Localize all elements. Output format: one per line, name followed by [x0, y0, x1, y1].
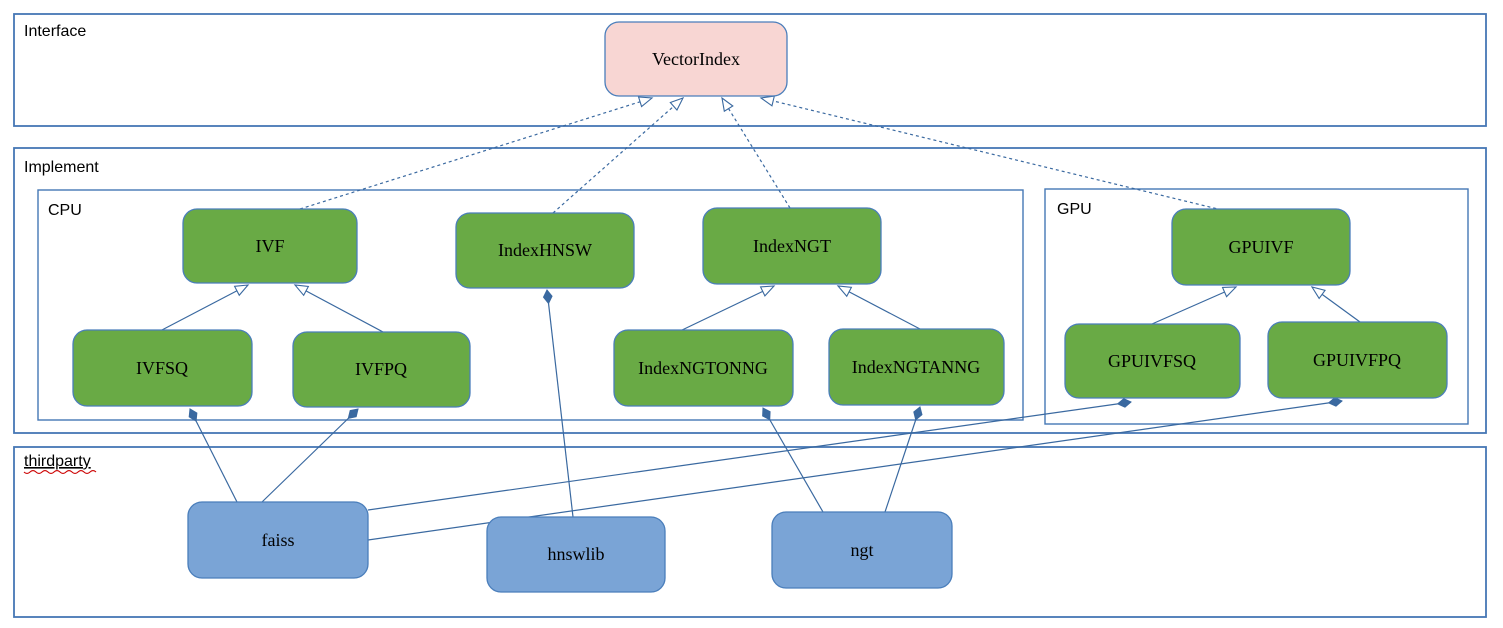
gpuivf-box: [1171, 208, 1351, 286]
gpu-container: [1044, 188, 1469, 425]
gpuivfsq-box: [1064, 323, 1241, 399]
faiss-box: [187, 501, 369, 579]
node-indexngt: IndexNGT: [702, 207, 882, 285]
node-hnswlib: hnswlib: [486, 516, 666, 593]
indexhnsw-label: IndexHNSW: [498, 240, 592, 260]
indexngtonng-label: IndexNGTONNG: [638, 358, 768, 378]
ivfsq-box: [72, 329, 253, 407]
thirdparty-container: [13, 446, 1487, 618]
edge-indexngtonng-to-indexngt: [679, 285, 776, 332]
node-indexhnsw: IndexHNSW: [455, 212, 635, 289]
node-ivfpq: IVFPQ: [292, 331, 471, 408]
edge-ivfsq-to-ivf: [159, 284, 250, 332]
edge-ngt-to-indexngtonng: [762, 407, 824, 513]
node-gpuivfpq: GPUIVFPQ: [1267, 321, 1448, 399]
hnswlib-box: [486, 516, 666, 593]
ivfpq-label: IVFPQ: [355, 359, 407, 379]
indexngt-label: IndexNGT: [753, 236, 831, 256]
node-indexngtanng: IndexNGTANNG: [828, 328, 1005, 406]
vectorindex-box: [604, 21, 788, 97]
node-faiss: faiss: [187, 501, 369, 579]
gpuivfpq-label: GPUIVFPQ: [1313, 350, 1401, 370]
ivfsq-label: IVFSQ: [136, 358, 188, 378]
node-vectorindex: VectorIndex: [604, 21, 788, 97]
gpuivfsq-label: GPUIVFSQ: [1108, 351, 1196, 371]
implement-container: [13, 147, 1487, 434]
edge-ivf-to-vectorindex: [299, 96, 654, 210]
gpuivfpq-box: [1267, 321, 1448, 399]
node-gpuivfsq: GPUIVFSQ: [1064, 323, 1241, 399]
ivfpq-box: [292, 331, 471, 408]
edge-gpuivfsq-to-gpuivf: [1151, 286, 1238, 325]
ivf-box: [182, 208, 358, 284]
edge-gpuivfpq-to-gpuivf: [1310, 286, 1361, 323]
indexngt-box: [702, 207, 882, 285]
cpu-label: CPU: [48, 202, 82, 219]
node-ivf: IVF: [182, 208, 358, 284]
node-ngt: ngt: [771, 511, 953, 589]
interface-container: [13, 13, 1487, 127]
edge-faiss-to-ivfpq: [261, 408, 359, 503]
edge-indexhnsw-to-vectorindex: [552, 97, 685, 214]
thirdparty-label: thirdparty: [24, 453, 91, 470]
ngt-label: ngt: [850, 540, 873, 560]
cpu-container: [37, 189, 1024, 421]
gpuivf-label: GPUIVF: [1228, 237, 1293, 257]
ngt-box: [771, 511, 953, 589]
edge-ivfpq-to-ivf: [293, 284, 384, 333]
edge-indexngt-to-vectorindex: [721, 96, 791, 209]
edge-hnswlib-to-indexhnsw: [542, 289, 574, 518]
hnswlib-label: hnswlib: [547, 544, 604, 564]
edge-ngt-to-indexngtanng: [884, 406, 923, 513]
edge-faiss-to-ivfsq: [188, 408, 238, 503]
node-gpuivf: GPUIVF: [1171, 208, 1351, 286]
gpu-label: GPU: [1057, 201, 1092, 218]
node-ivfsq: IVFSQ: [72, 329, 253, 407]
node-indexngtonng: IndexNGTONNG: [613, 329, 794, 407]
ivf-label: IVF: [255, 236, 284, 256]
implement-label: Implement: [24, 159, 99, 176]
edge-faiss-to-gpuivfsq: [367, 398, 1132, 511]
edge-indexngtanng-to-indexngt: [836, 285, 921, 330]
faiss-label: faiss: [262, 530, 295, 550]
vectorindex-label: VectorIndex: [652, 49, 740, 69]
indexhnsw-box: [455, 212, 635, 289]
interface-label: Interface: [24, 23, 86, 40]
indexngtanng-label: IndexNGTANNG: [852, 357, 981, 377]
thirdparty-spellcheck-squiggle: [23, 469, 97, 475]
indexngtanng-box: [828, 328, 1005, 406]
edge-gpuivf-to-vectorindex: [759, 95, 1223, 211]
indexngtonng-box: [613, 329, 794, 407]
